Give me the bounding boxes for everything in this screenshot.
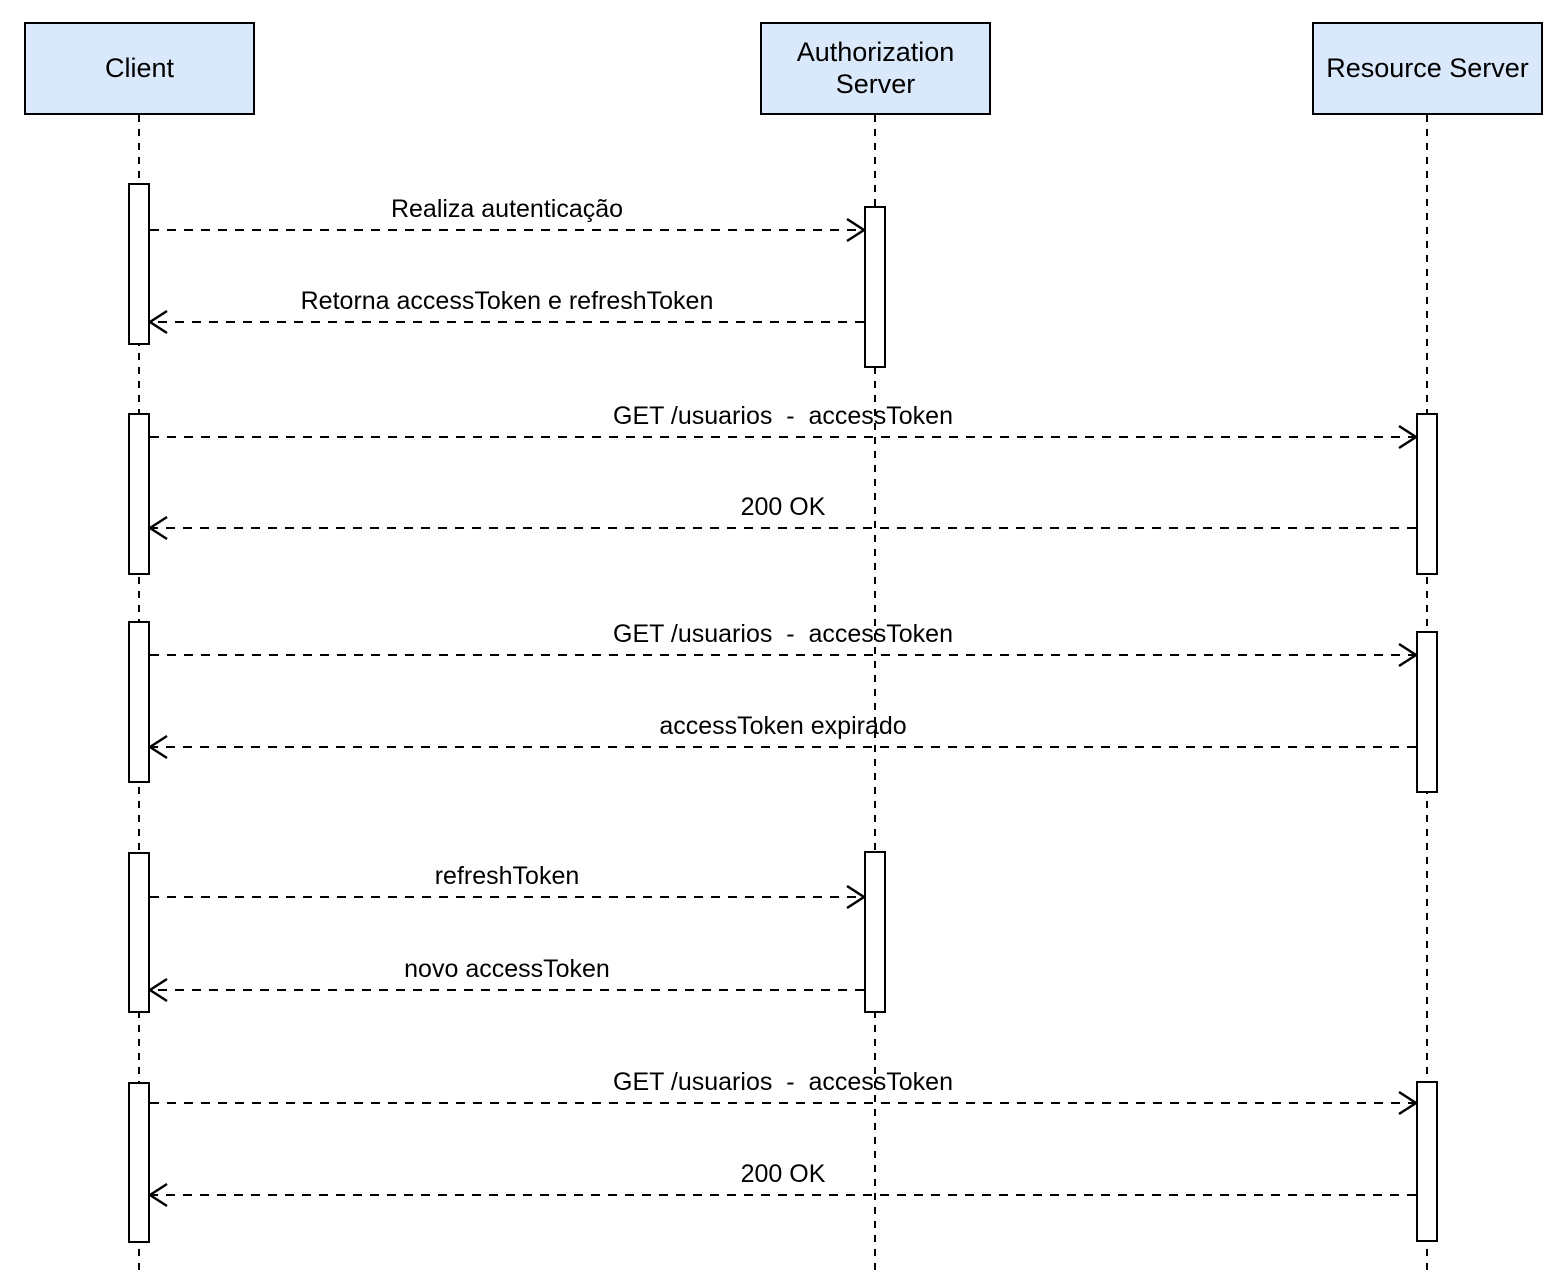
activation-bar (1416, 413, 1438, 575)
actor-label: Resource Server (1326, 52, 1529, 83)
message-label: refreshToken (434, 862, 580, 890)
actor-client: Client (24, 22, 255, 115)
message-label: novo accessToken (404, 955, 610, 983)
arrowhead-icon (147, 309, 168, 335)
activation-bar (128, 413, 150, 575)
actor-label: Authorization Server (796, 36, 955, 99)
activation-bar (1416, 1081, 1438, 1242)
arrowhead-icon (147, 977, 168, 1003)
activation-bar (864, 206, 886, 368)
activation-bar (128, 1082, 150, 1243)
actor-authorization-server: Authorization Server (760, 22, 991, 115)
arrowhead-icon (147, 1182, 168, 1208)
message-label: 200 OK (740, 1160, 826, 1188)
message-label: accessToken expirado (659, 712, 907, 740)
activation-bar (864, 851, 886, 1013)
activation-bar (128, 183, 150, 345)
message-label: 200 OK (740, 493, 826, 521)
actor-resource-server: Resource Server (1312, 22, 1543, 115)
actor-label: Client (104, 52, 175, 83)
activation-bar (128, 852, 150, 1013)
message-label: GET /usuarios - accessToken (613, 1068, 953, 1096)
activation-bar (1416, 631, 1438, 793)
activation-bar (128, 621, 150, 783)
message-label: Retorna accessToken e refreshToken (300, 287, 714, 315)
arrowhead-icon (147, 515, 168, 541)
message-label: Realiza autenticação (390, 195, 624, 223)
message-label: GET /usuarios - accessToken (613, 402, 953, 430)
message-label: GET /usuarios - accessToken (613, 620, 953, 648)
arrowhead-icon (147, 734, 168, 760)
